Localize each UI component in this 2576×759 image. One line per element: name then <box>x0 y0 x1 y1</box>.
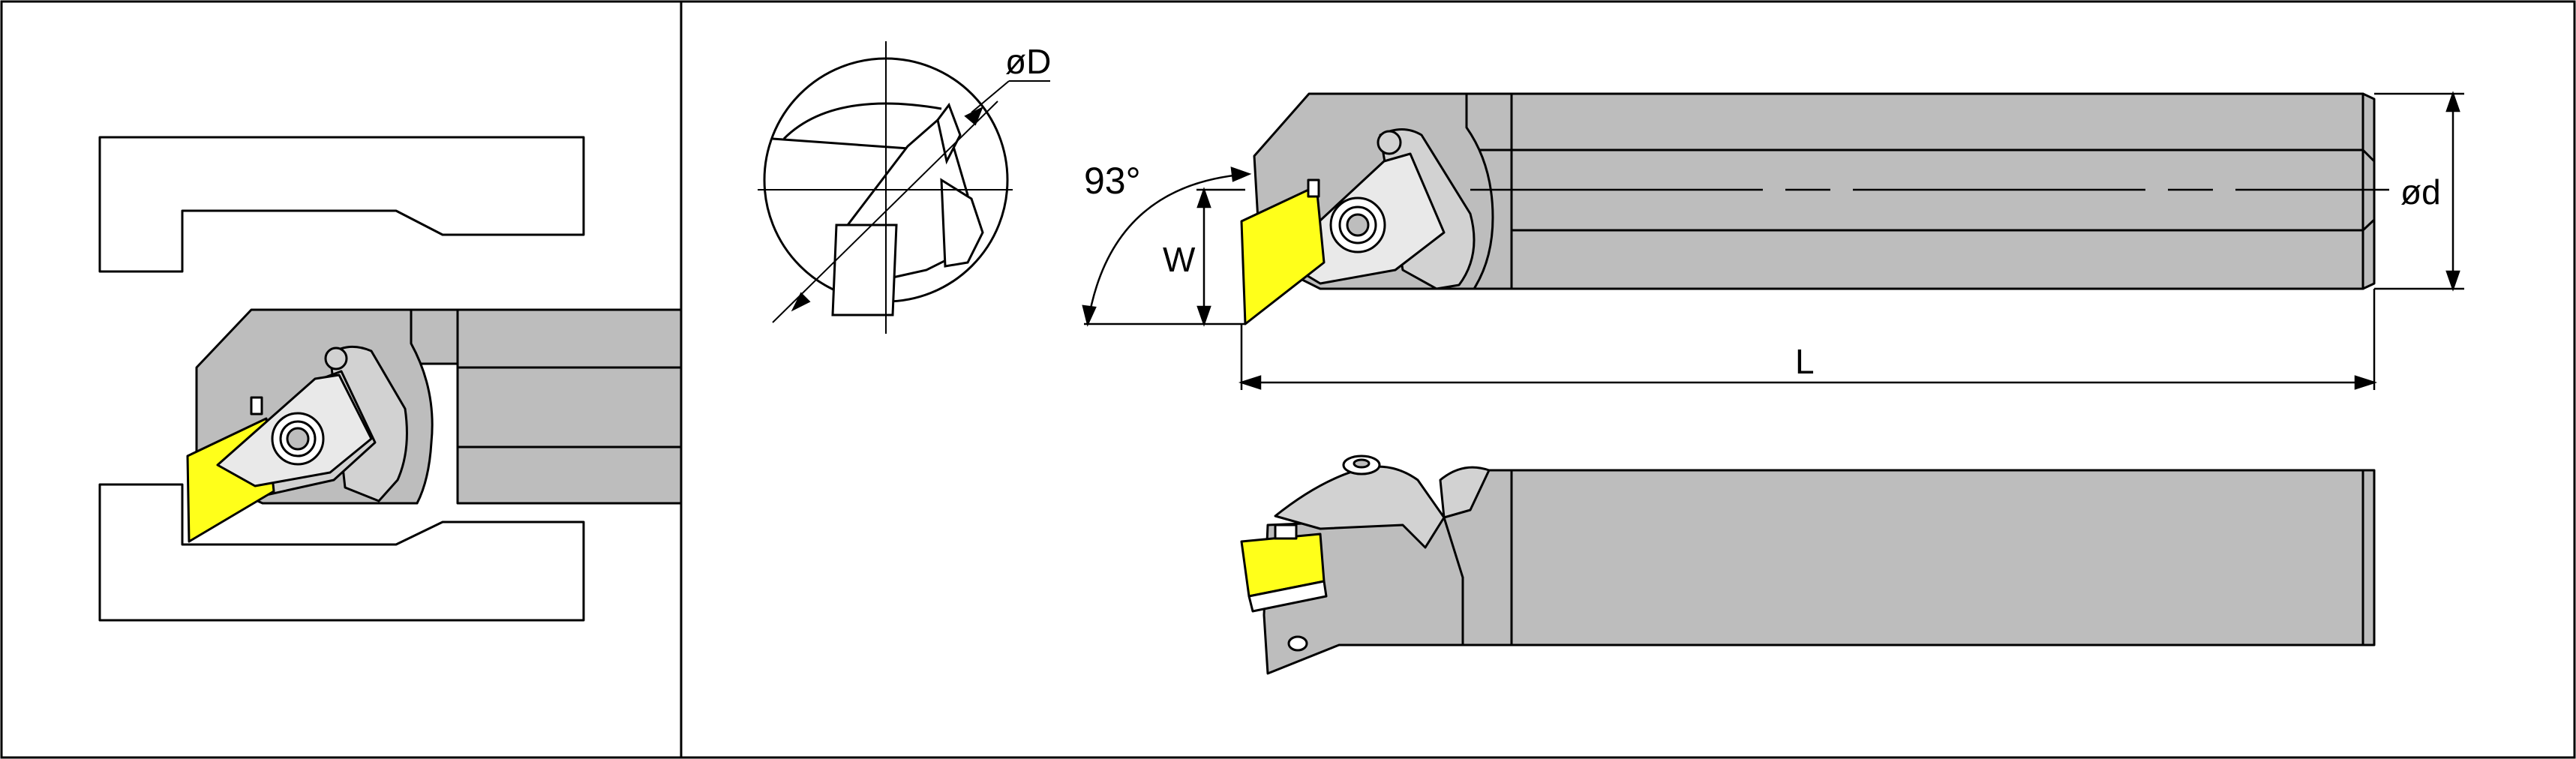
side-view <box>1240 454 2376 675</box>
pin-left <box>250 396 263 416</box>
clamp-pin-top <box>1377 130 1402 155</box>
label-diameter-D: øD <box>1005 42 1051 81</box>
pin-top <box>1307 178 1320 198</box>
shank-top-end-ch2 <box>2361 218 2376 232</box>
left-panel <box>98 136 683 622</box>
detail-arrow-2 <box>964 106 983 126</box>
detail-arrow-1 <box>791 292 811 312</box>
dim-d-arrow-bottom <box>2445 270 2460 292</box>
clamp-side-lever <box>1439 466 1491 519</box>
pin-side <box>1274 524 1298 540</box>
shank-side-end <box>2361 469 2376 646</box>
dim-angle-arc <box>1086 172 1250 325</box>
label-width-W: W <box>1163 240 1196 279</box>
detail-clamp <box>940 178 984 268</box>
screw-top-inner <box>1346 213 1370 237</box>
detail-view <box>758 41 1050 334</box>
dimensions-top <box>1082 91 2464 390</box>
shank-left-collar <box>410 308 459 365</box>
dim-W-arrow-bottom <box>1196 305 1211 327</box>
shank-side <box>1510 469 2364 646</box>
shank-top <box>1510 92 2364 290</box>
detail-leader <box>971 80 1010 113</box>
clamp-pin-left <box>324 346 348 370</box>
top-view <box>1240 92 2389 326</box>
dim-angle-arrow-2 <box>1082 304 1097 327</box>
dim-L-arrow-right <box>2354 375 2378 390</box>
insert-top <box>1240 184 1326 326</box>
workpiece-lower <box>98 483 585 622</box>
detail-diameter-line <box>772 100 998 323</box>
screw-left-inner <box>286 427 310 451</box>
shank-top-end-ch1 <box>2361 148 2376 163</box>
label-angle: 93° <box>1084 160 1141 202</box>
detail-bore-arc <box>782 102 942 140</box>
hole-side <box>1287 635 1308 652</box>
screw-side-inner <box>1353 458 1371 469</box>
label-length-L: L <box>1795 342 1815 381</box>
workpiece-upper <box>98 136 585 273</box>
shank-top-end <box>2361 92 2376 290</box>
detail-tool-shank <box>831 224 898 316</box>
insert-side-lower <box>1247 580 1328 613</box>
dim-d-arrow-top <box>2445 91 2460 112</box>
detail-insert <box>936 102 962 165</box>
dim-angle-arrow-1 <box>1230 166 1252 182</box>
shank-left <box>456 308 683 505</box>
detail-line-a <box>772 137 931 152</box>
label-diameter-d: ød <box>2400 172 2441 212</box>
dim-L-arrow-left <box>1238 375 1262 390</box>
dim-W-arrow-top <box>1196 187 1211 208</box>
